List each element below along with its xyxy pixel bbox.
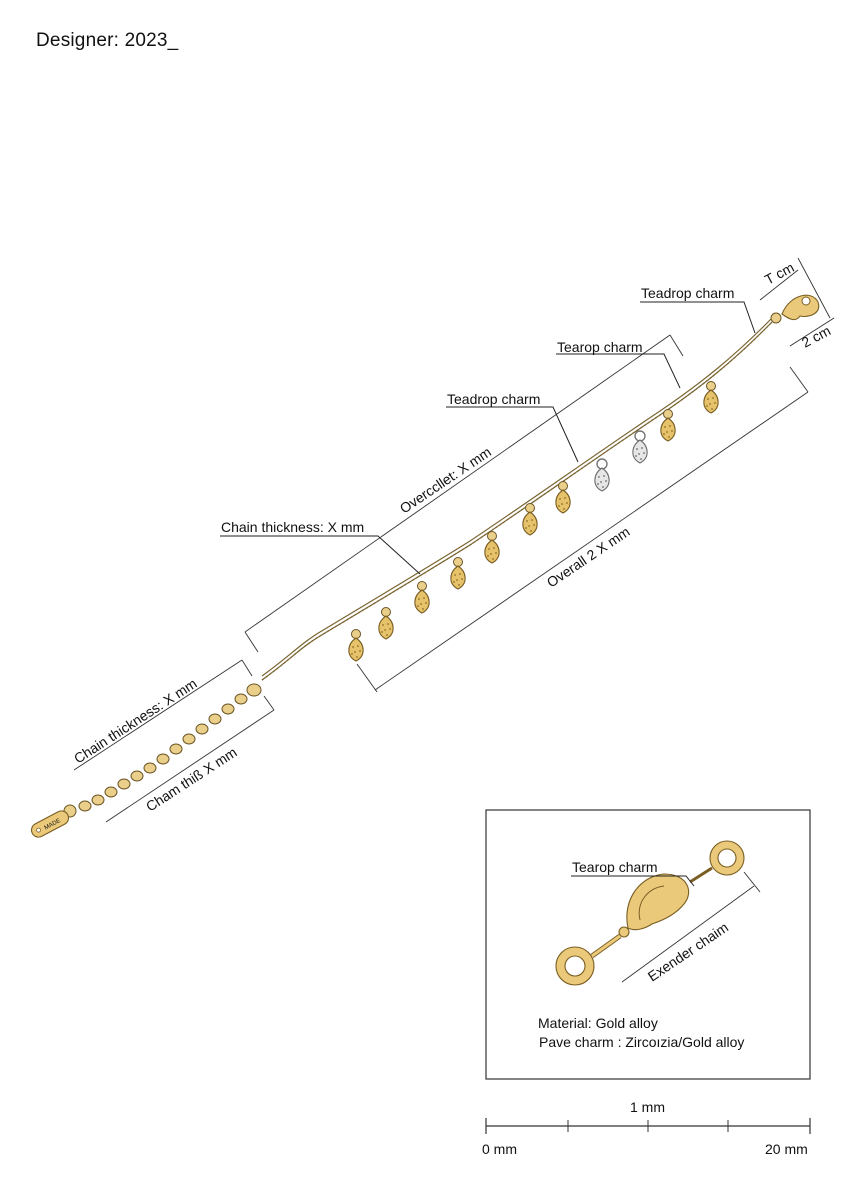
label-teadrop-mid: Teadrop charm <box>447 391 540 407</box>
label-teadrop-top: Teadrop charm <box>641 285 734 301</box>
label-tearop-top: Tearop charm <box>557 339 643 355</box>
scale-label: 1 mm <box>630 1099 665 1115</box>
main-chain <box>261 317 773 681</box>
logo-tag: MADE <box>30 810 70 838</box>
inset-tearop-charm: Tearop charm <box>572 859 658 875</box>
label-chain-thickness: Chain thickness: X mm <box>221 519 364 535</box>
main-clasp <box>770 294 820 324</box>
label-cham-thickness-left: Cham thiß X mm <box>143 744 240 815</box>
clasp-detail-inset: Tearop charm Exender chaim Material: Gol… <box>485 809 811 1080</box>
label-2-cm: 2 cm <box>799 322 833 350</box>
label-overall-top: Overccllet: X mm <box>397 444 494 517</box>
label-overall-bottom: Overall 2 X mm <box>544 523 633 590</box>
inset-material: Material: Gold alloy <box>538 1015 658 1031</box>
inset-pave-charm: Pave charm : Zircoızia/Gold alloy <box>539 1034 744 1050</box>
dimension-lines <box>73 257 835 823</box>
designer-label: Designer: 2023_ <box>36 30 179 51</box>
scale-end: 20 mm <box>765 1141 808 1157</box>
scale-bar: 1 mm 0 mm 20 mm <box>482 1099 811 1157</box>
leader-lines <box>220 301 756 575</box>
label-t-cm: T cm <box>762 259 797 288</box>
scale-start: 0 mm <box>482 1141 517 1157</box>
